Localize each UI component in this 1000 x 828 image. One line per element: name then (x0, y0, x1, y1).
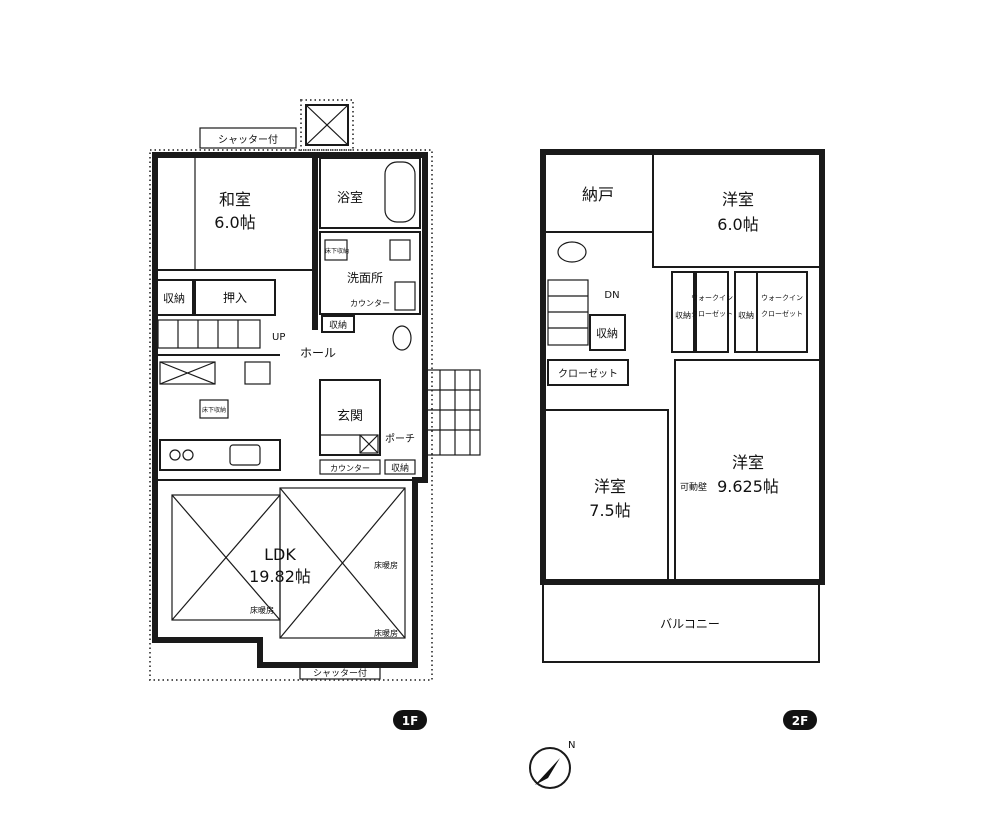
washroom-counter-label: カウンター (350, 299, 390, 308)
floor-1-badge-label: 1F (402, 714, 419, 728)
stairs-1f (157, 319, 261, 349)
sink-icon (394, 281, 416, 311)
top-window-unit (300, 99, 354, 151)
bath-room (319, 157, 421, 229)
youshitsu-se-label: 洋室 (732, 453, 764, 472)
counter-bottom-label: カウンター (330, 464, 370, 473)
exterior-wall-1f (152, 152, 428, 668)
walkin-1-label: ウォークイン (691, 294, 733, 302)
floor-2-badge-label: 2F (792, 714, 809, 728)
oshiire-box (194, 279, 276, 316)
storage-stair-label: 収納 (596, 327, 618, 340)
floor-2-badge (783, 710, 817, 730)
site-boundary-1f (149, 149, 433, 681)
shutter-window-top (199, 127, 297, 149)
ldk-size: 19.82帖 (249, 567, 311, 586)
genkan (319, 379, 381, 456)
storage-mid-label: 収納 (329, 319, 347, 331)
floor-heating-label-3: 床暖房 (374, 628, 398, 638)
bathtub-icon (384, 161, 416, 223)
stove-icon (169, 449, 181, 461)
kitchen-counter (159, 439, 281, 471)
shutter-bottom-label: シャッター付 (313, 668, 367, 679)
walkin-closet-2 (756, 271, 808, 353)
genkan-label: 玄関 (337, 409, 363, 424)
floor-1-plan: シャッター付 和室 6.0帖 収納 押入 UP 浴室 床下収納 洗面所 カウンタ… (149, 99, 481, 730)
storage-left-box (154, 279, 194, 316)
closet-2f (547, 359, 629, 386)
youshitsu-sw-size: 7.5帖 (589, 501, 630, 520)
floor-heating-label-2: 床暖房 (250, 605, 274, 615)
washroom-underfloor-storage-label: 床下収納 (325, 247, 349, 255)
movable-wall-label: 可動壁 (680, 481, 707, 493)
walkin-closet-1 (695, 271, 729, 353)
balcony (542, 581, 820, 663)
youshitsu-ne-room (652, 151, 823, 268)
youshitsu-ne-size: 6.0帖 (717, 215, 758, 234)
fridge-icon (244, 361, 271, 385)
youshitsu-sw-room (542, 409, 669, 583)
compass-label: N (568, 740, 575, 751)
nando-label: 納戸 (582, 185, 614, 204)
closet-label: クローゼット (558, 368, 618, 380)
porch-label: ポーチ (385, 433, 415, 445)
hall-label: ホール (300, 346, 336, 360)
storage-left-label: 収納 (163, 292, 185, 305)
storage-b-label: 収納 (738, 310, 754, 320)
toilet-icon-1f (392, 325, 412, 351)
north-arrow-icon: N (529, 740, 575, 789)
washroom-label: 洗面所 (347, 271, 383, 285)
balcony-label: バルコニー (660, 617, 720, 631)
youshitsu-ne-label: 洋室 (722, 190, 754, 209)
oshiire-label: 押入 (223, 291, 247, 305)
youshitsu-sw-label: 洋室 (594, 477, 626, 496)
storage-a-label: 収納 (675, 310, 691, 320)
washing-machine-icon (389, 239, 411, 261)
porch-steps (424, 369, 481, 456)
floor-1-badge (393, 710, 427, 730)
walkin-2b-label: クローゼット (761, 309, 803, 318)
walkin-2-label: ウォークイン (761, 294, 803, 302)
exterior-wall-2f (540, 149, 825, 585)
shutter-window-bottom (299, 664, 381, 680)
walkin-1b-label: クローゼット (691, 309, 733, 318)
toilet-icon-2f (557, 241, 587, 263)
washitsu-label: 和室 (219, 190, 251, 209)
floor-heating-zone-2 (279, 487, 406, 639)
youshitsu-se-size: 9.625帖 (717, 477, 779, 496)
kitchen-underfloor-storage-label: 床下収納 (202, 406, 226, 414)
washitsu-size: 6.0帖 (214, 213, 255, 232)
washroom (319, 231, 421, 315)
stairs-up-label: UP (272, 332, 285, 343)
stairs-dn-label: DN (604, 290, 619, 301)
kitchen-sink-icon (229, 444, 261, 466)
ldk-label: LDK (264, 545, 296, 564)
floor-heating-label-1: 床暖房 (374, 560, 398, 570)
floor-2-plan: 納戸 洋室 6.0帖 DN 収納 収納 ウォークイン クローゼット 収納 ウォー… (540, 149, 825, 730)
storage-bottom-label: 収納 (391, 462, 409, 474)
shutter-top-label: シャッター付 (218, 133, 278, 146)
bath-label: 浴室 (337, 190, 363, 206)
